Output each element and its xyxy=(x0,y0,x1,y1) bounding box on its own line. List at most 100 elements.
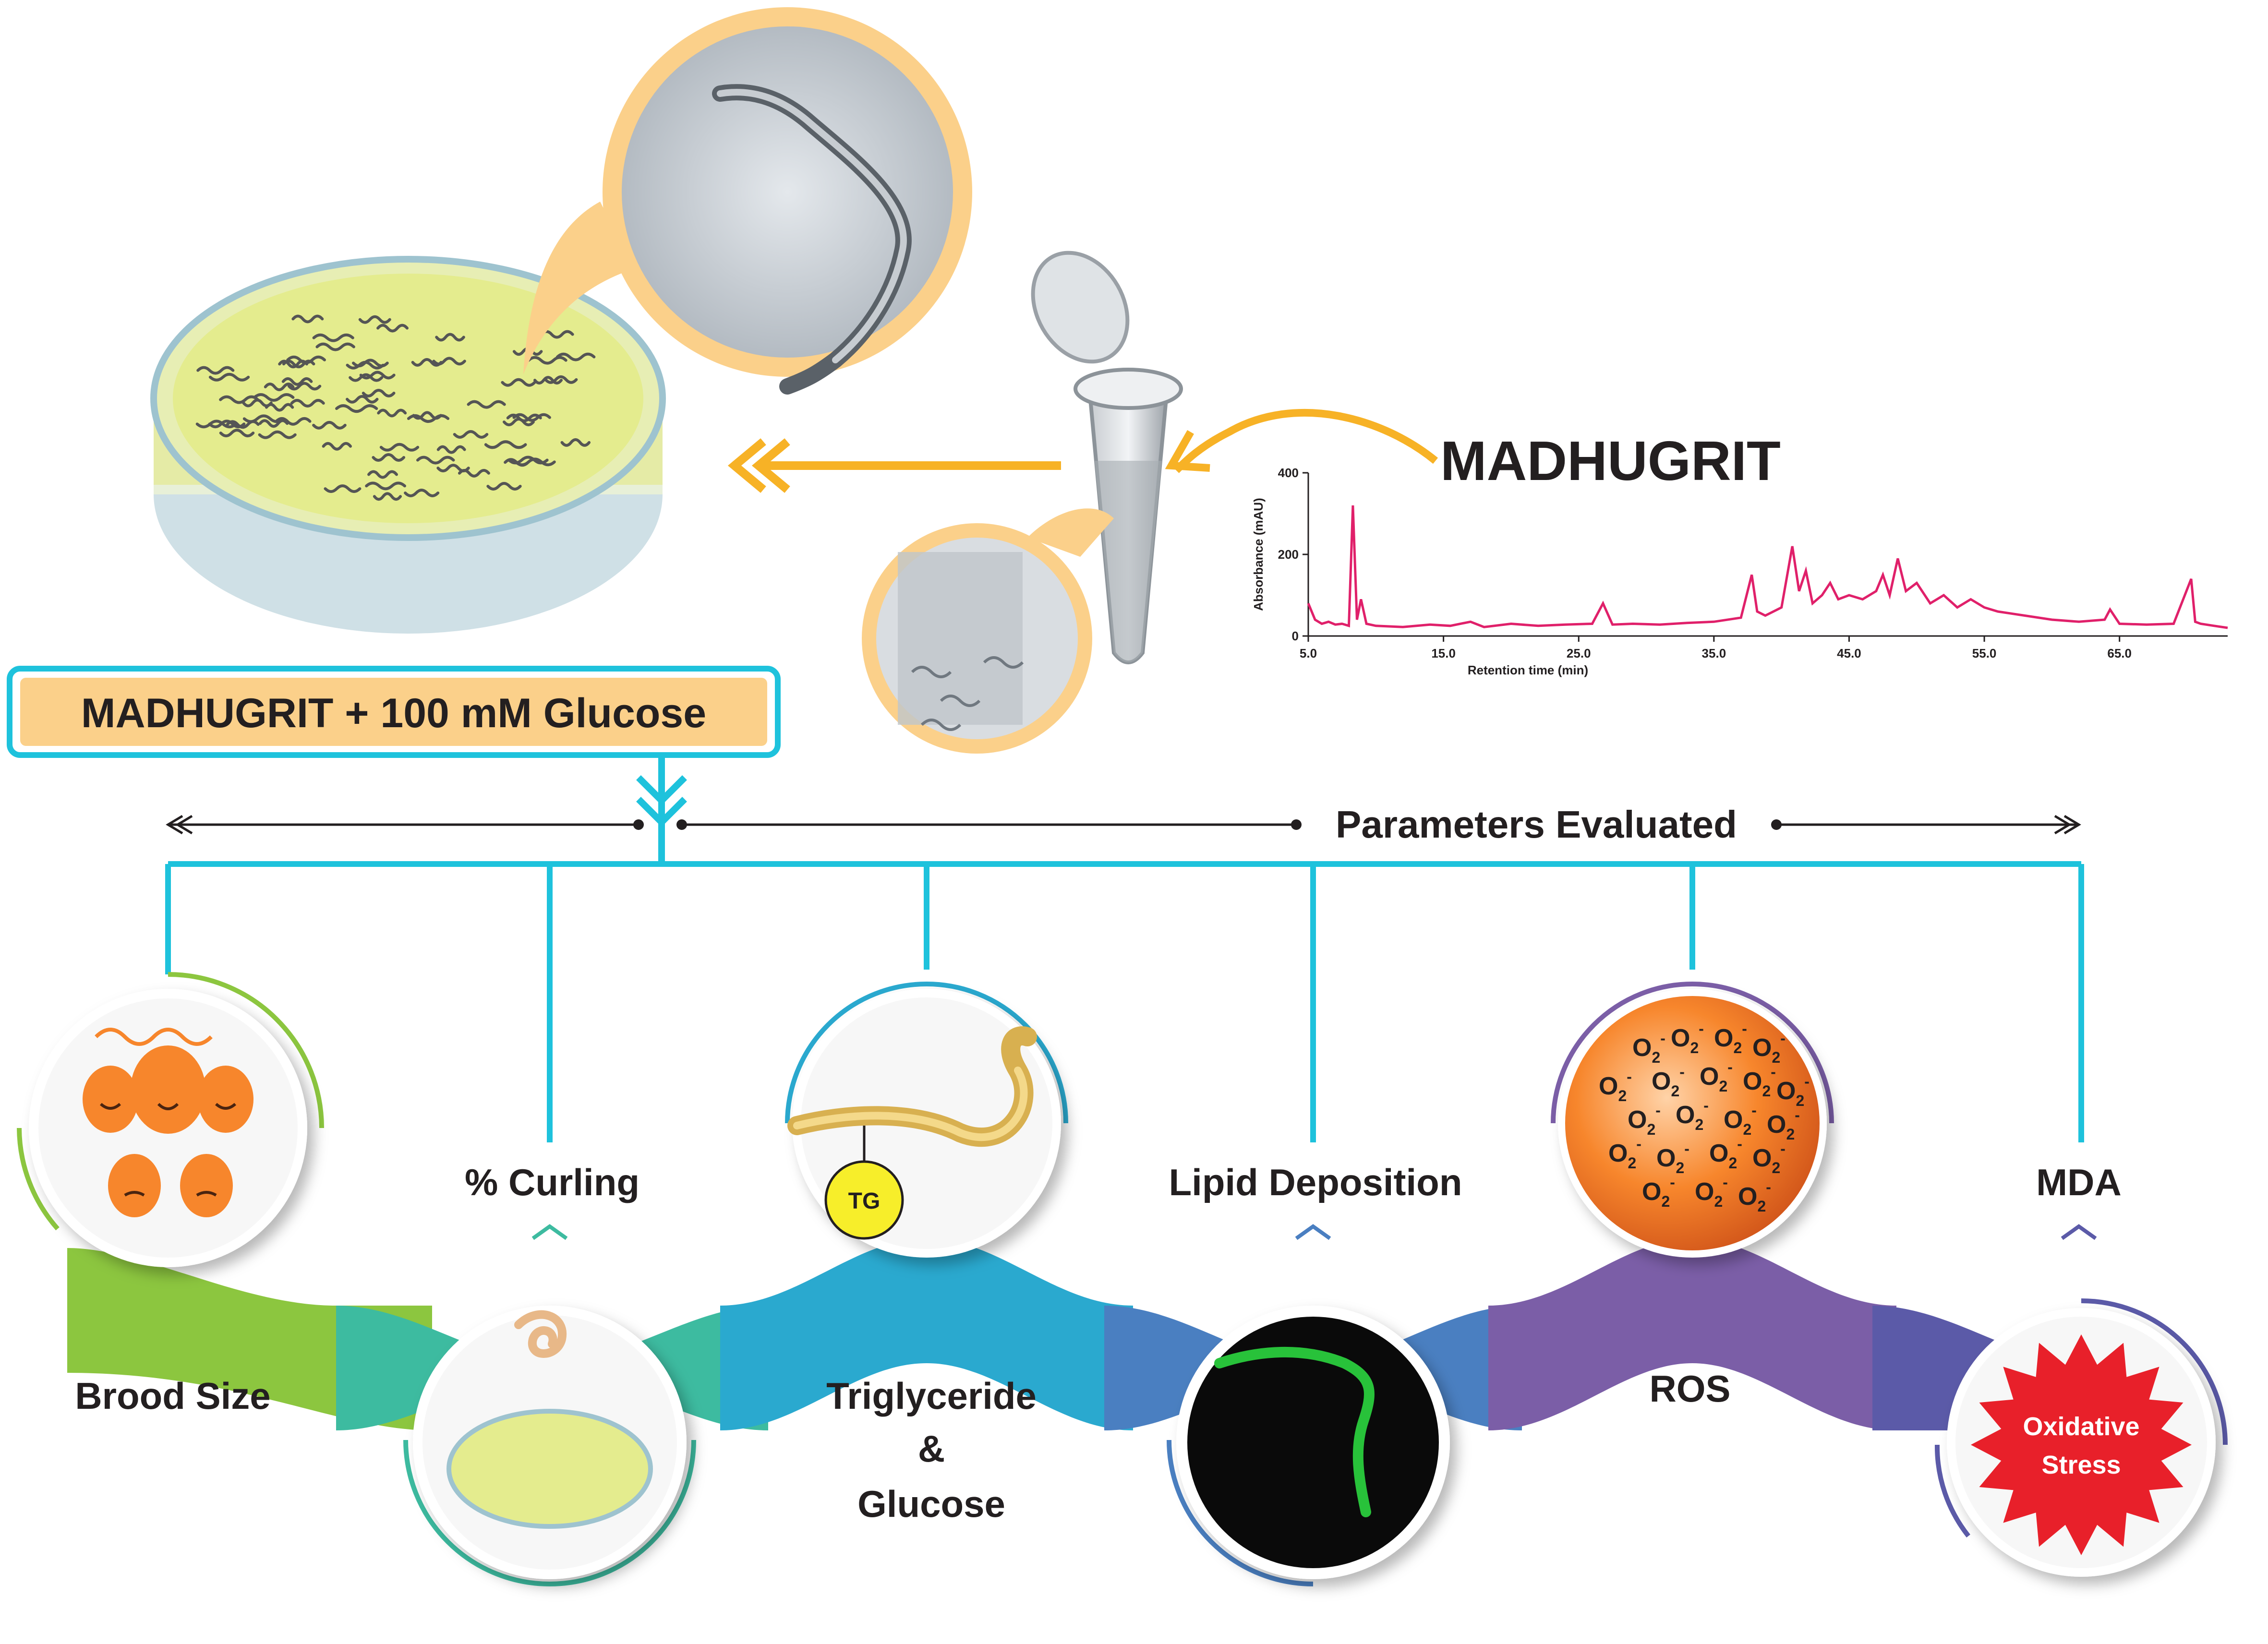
worm xyxy=(411,358,443,367)
worm xyxy=(219,395,259,404)
tube-closeup-bubble xyxy=(862,508,1114,754)
x-tick-label: 65.0 xyxy=(2107,646,2132,660)
x-tick-label: 55.0 xyxy=(1972,646,1997,660)
worm xyxy=(278,360,308,369)
fluorescent-worm xyxy=(1214,1346,1375,1517)
worm xyxy=(324,484,362,493)
worm xyxy=(416,456,455,465)
x-tick-label: 45.0 xyxy=(1837,646,1861,660)
worm xyxy=(404,488,440,497)
worm xyxy=(367,470,398,479)
worm xyxy=(376,324,409,333)
worm xyxy=(258,430,297,439)
node-mda: Oxidative Stress xyxy=(1934,1298,2228,1577)
worm xyxy=(253,393,295,402)
worm xyxy=(349,373,384,382)
triglyceride-label-1: Triglyceride xyxy=(826,1375,1037,1417)
worm xyxy=(484,440,527,449)
triglyceride-label-2: & xyxy=(918,1428,945,1470)
worm xyxy=(346,360,385,370)
triglyceride-label-3: Glucose xyxy=(857,1483,1005,1525)
lipid-caret xyxy=(1295,1224,1331,1240)
mda-label: MDA xyxy=(2036,1161,2122,1203)
y-tick-label: 0 xyxy=(1292,629,1299,643)
worm xyxy=(358,315,391,324)
chromatogram-trace xyxy=(1307,505,2228,629)
superoxide-ion: O2- xyxy=(1752,1140,1785,1176)
tree-connectors xyxy=(165,861,2084,1142)
x-tick-label: 35.0 xyxy=(1702,646,1726,660)
worm xyxy=(242,414,285,423)
y-ticks: 0 200 400 xyxy=(1278,466,1308,643)
ros-caret xyxy=(1674,1323,1711,1339)
y-axis-label: Absorbance (mAU) xyxy=(1251,498,1266,611)
oxidative-burst-icon xyxy=(1971,1334,2192,1555)
worm xyxy=(287,382,322,391)
compound-title: MADHUGRIT xyxy=(1440,430,1781,492)
worm xyxy=(264,383,295,391)
worm xyxy=(555,352,596,361)
treatment-arrow xyxy=(727,438,1061,493)
tube-illustration xyxy=(1031,251,1183,664)
curling-caret xyxy=(531,1224,568,1240)
worm xyxy=(265,403,294,412)
section-header: Parameters Evaluated xyxy=(166,803,2081,846)
worm xyxy=(412,411,442,420)
y-tick-label: 400 xyxy=(1278,466,1299,480)
worm xyxy=(512,413,551,422)
node-curling xyxy=(403,1306,696,1586)
worm xyxy=(372,453,406,462)
worm xyxy=(291,314,324,324)
mda-caret xyxy=(2061,1224,2097,1240)
worm xyxy=(335,404,378,413)
down-arrow xyxy=(636,757,687,864)
oxidative-text-2: Stress xyxy=(2041,1451,2121,1479)
worm xyxy=(281,377,313,386)
worm xyxy=(504,458,541,467)
wave-band xyxy=(67,1238,2081,1430)
worm xyxy=(435,333,465,342)
worm xyxy=(365,481,406,491)
treatment-label: MADHUGRIT + 100 mM Glucose xyxy=(81,690,706,736)
closeup-worms xyxy=(911,656,1024,731)
worm xyxy=(290,399,325,408)
node-lipid-deposition xyxy=(1167,1306,1450,1586)
worm xyxy=(432,357,466,366)
lipid-deposition-label: Lipid Deposition xyxy=(1169,1161,1462,1203)
worm xyxy=(379,443,420,452)
worm xyxy=(219,429,255,438)
y-tick-label: 200 xyxy=(1278,547,1299,562)
worm-population xyxy=(195,314,596,501)
x-tick-label: 5.0 xyxy=(1300,646,1317,660)
brood-caret xyxy=(152,1323,189,1339)
superoxide-ion: O2- xyxy=(1709,1135,1742,1172)
worm xyxy=(312,420,347,430)
tg-badge: TG xyxy=(848,1188,881,1214)
worm xyxy=(208,372,250,382)
worm xyxy=(362,389,396,398)
oxidative-text-1: Oxidative xyxy=(2023,1412,2139,1441)
worm xyxy=(544,375,578,384)
worm xyxy=(373,492,402,501)
x-axis-label: Retention time (min) xyxy=(1468,663,1588,677)
treatment-box: MADHUGRIT + 100 mM Glucose xyxy=(7,666,781,758)
compound-arrow xyxy=(1173,408,1438,473)
microscope-bubble xyxy=(523,7,972,395)
worm xyxy=(533,376,563,385)
worm xyxy=(359,371,396,380)
worm xyxy=(467,400,506,409)
worm xyxy=(195,420,238,429)
worm xyxy=(346,395,379,404)
worm xyxy=(196,366,235,375)
compound-arrow-head xyxy=(1165,430,1210,472)
worm xyxy=(560,438,591,447)
triglyceride-caret xyxy=(908,1323,945,1339)
worm xyxy=(453,430,489,439)
petri-dish-illustration xyxy=(150,256,666,634)
worm xyxy=(527,356,567,365)
ros-label: ROS xyxy=(1649,1368,1730,1410)
egg-characters xyxy=(83,1028,253,1217)
worm xyxy=(501,378,536,387)
